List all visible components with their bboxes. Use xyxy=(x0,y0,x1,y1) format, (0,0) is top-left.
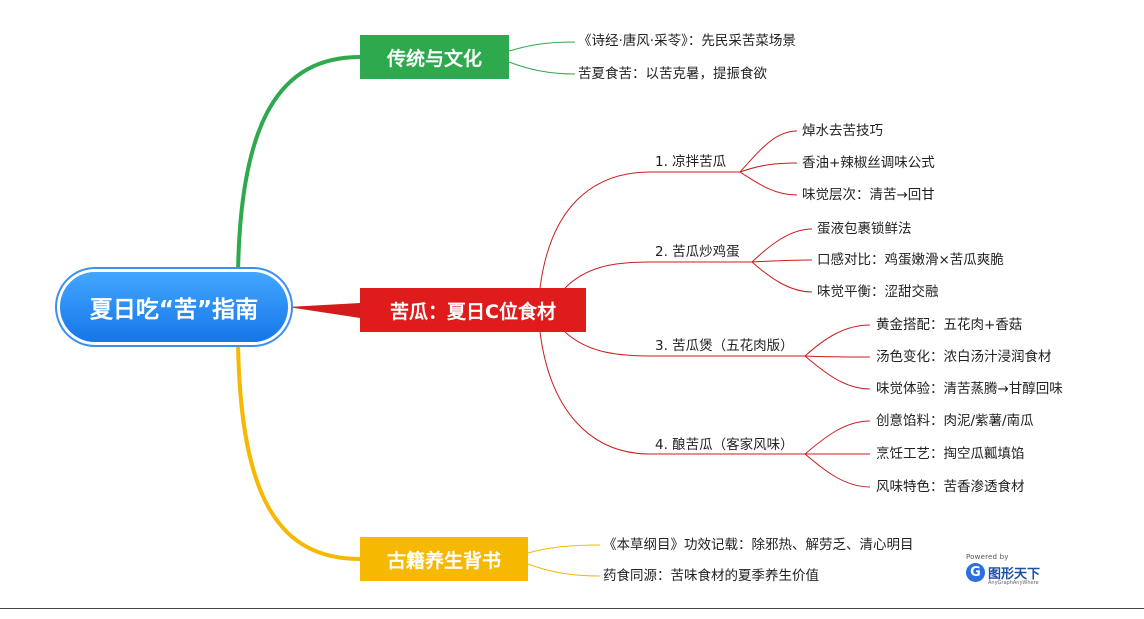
leaf-ancient-1[interactable]: 《本草纲目》功效记载：除邪热、解劳乏、清心明目 xyxy=(603,537,914,553)
logo-tagline: AnyGraphAnyWhere xyxy=(988,580,1039,586)
connector-dish3-leaf1 xyxy=(804,324,871,357)
connector-dish-3 xyxy=(564,331,805,357)
dish-2[interactable]: 2. 苦瓜炒鸡蛋 xyxy=(655,244,740,260)
branch-ancient[interactable]: 古籍养生背书 xyxy=(360,537,528,581)
dish-1[interactable]: 1. 凉拌苦瓜 xyxy=(655,154,727,170)
dish4-leaf-3[interactable]: 风味特色：苦香渗透食材 xyxy=(876,479,1025,495)
connector-dish-4 xyxy=(539,331,805,455)
connector-dish1-leaf1 xyxy=(739,130,798,173)
bottom-divider xyxy=(0,608,1144,609)
leaf-culture-1[interactable]: 《诗经·唐风·采苓》：先民采苦菜场景 xyxy=(578,33,796,49)
dish4-leaf-2[interactable]: 烹饪工艺：掏空瓜瓤填馅 xyxy=(876,446,1025,462)
connector-dish2-leaf2 xyxy=(751,259,813,263)
branch-bittermelon-label: 苦瓜：夏日C位食材 xyxy=(390,300,556,323)
logo-powered-text: Powered by xyxy=(966,553,1009,561)
connector-dish2-leaf3 xyxy=(751,261,813,293)
connector-dish-2 xyxy=(564,261,752,289)
leaf-culture-2[interactable]: 苦夏食苦：以苦克暑，提振食欲 xyxy=(578,66,767,82)
root-node[interactable]: 夏日吃“苦”指南 xyxy=(60,272,288,342)
connector-dish3-leaf3 xyxy=(804,355,871,390)
connector-root-bittermelon xyxy=(288,303,360,318)
root-label: 夏日吃“苦”指南 xyxy=(89,297,259,323)
connector-ancient-2 xyxy=(527,563,601,577)
leaf-ancient-2[interactable]: 药食同源：苦味食材的夏季养生价值 xyxy=(603,568,819,584)
connector-dish1-leaf2 xyxy=(739,162,798,173)
dish2-leaf-3[interactable]: 味觉平衡：涩甜交融 xyxy=(817,284,939,300)
dish3-leaf-1[interactable]: 黄金搭配：五花肉+香菇 xyxy=(876,317,1023,333)
connector-root-culture xyxy=(236,55,361,276)
dish4-leaf-1[interactable]: 创意馅料：肉泥/紫薯/南瓜 xyxy=(876,413,1034,429)
connector-dish3-leaf2 xyxy=(804,355,871,358)
connector-ancient-1 xyxy=(527,544,601,554)
g-logo-icon: G xyxy=(966,563,985,582)
connector-dish-1 xyxy=(539,171,740,289)
connector-culture-1 xyxy=(508,41,576,52)
dish2-leaf-2[interactable]: 口感对比：鸡蛋嫩滑×苦瓜爽脆 xyxy=(817,252,1004,268)
anygraph-logo: Powered by G 图形天下 AnyGraphAnyWhere xyxy=(966,553,1040,586)
dish1-leaf-1[interactable]: 焯水去苦技巧 xyxy=(802,123,883,139)
connector-dish1-leaf3 xyxy=(739,171,798,196)
branch-culture-label: 传统与文化 xyxy=(386,47,482,70)
dish3-leaf-2[interactable]: 汤色变化：浓白汤汁浸润食材 xyxy=(876,349,1052,365)
connector-root-ancient xyxy=(236,339,361,561)
dish2-leaf-1[interactable]: 蛋液包裹锁鲜法 xyxy=(817,221,912,237)
logo-name: 图形天下 xyxy=(988,567,1041,582)
branch-ancient-label: 古籍养生背书 xyxy=(386,549,501,572)
dish3-leaf-3[interactable]: 味觉体验：清苦蒸腾→甘醇回味 xyxy=(876,381,1063,397)
connector-dish4-leaf1 xyxy=(804,420,871,455)
connector-dish2-leaf1 xyxy=(751,228,813,263)
branch-bittermelon[interactable]: 苦瓜：夏日C位食材 xyxy=(360,288,586,332)
dish-4[interactable]: 4. 酿苦瓜（客家风味） xyxy=(655,437,794,453)
dish1-leaf-3[interactable]: 味觉层次：清苦→回甘 xyxy=(802,187,935,203)
branch-culture[interactable]: 传统与文化 xyxy=(360,35,509,79)
connector-culture-2 xyxy=(508,61,576,75)
connector-dish4-leaf3 xyxy=(804,453,871,488)
dish1-leaf-2[interactable]: 香油+辣椒丝调味公式 xyxy=(802,155,935,171)
dish-3[interactable]: 3. 苦瓜煲（五花肉版） xyxy=(655,338,794,354)
